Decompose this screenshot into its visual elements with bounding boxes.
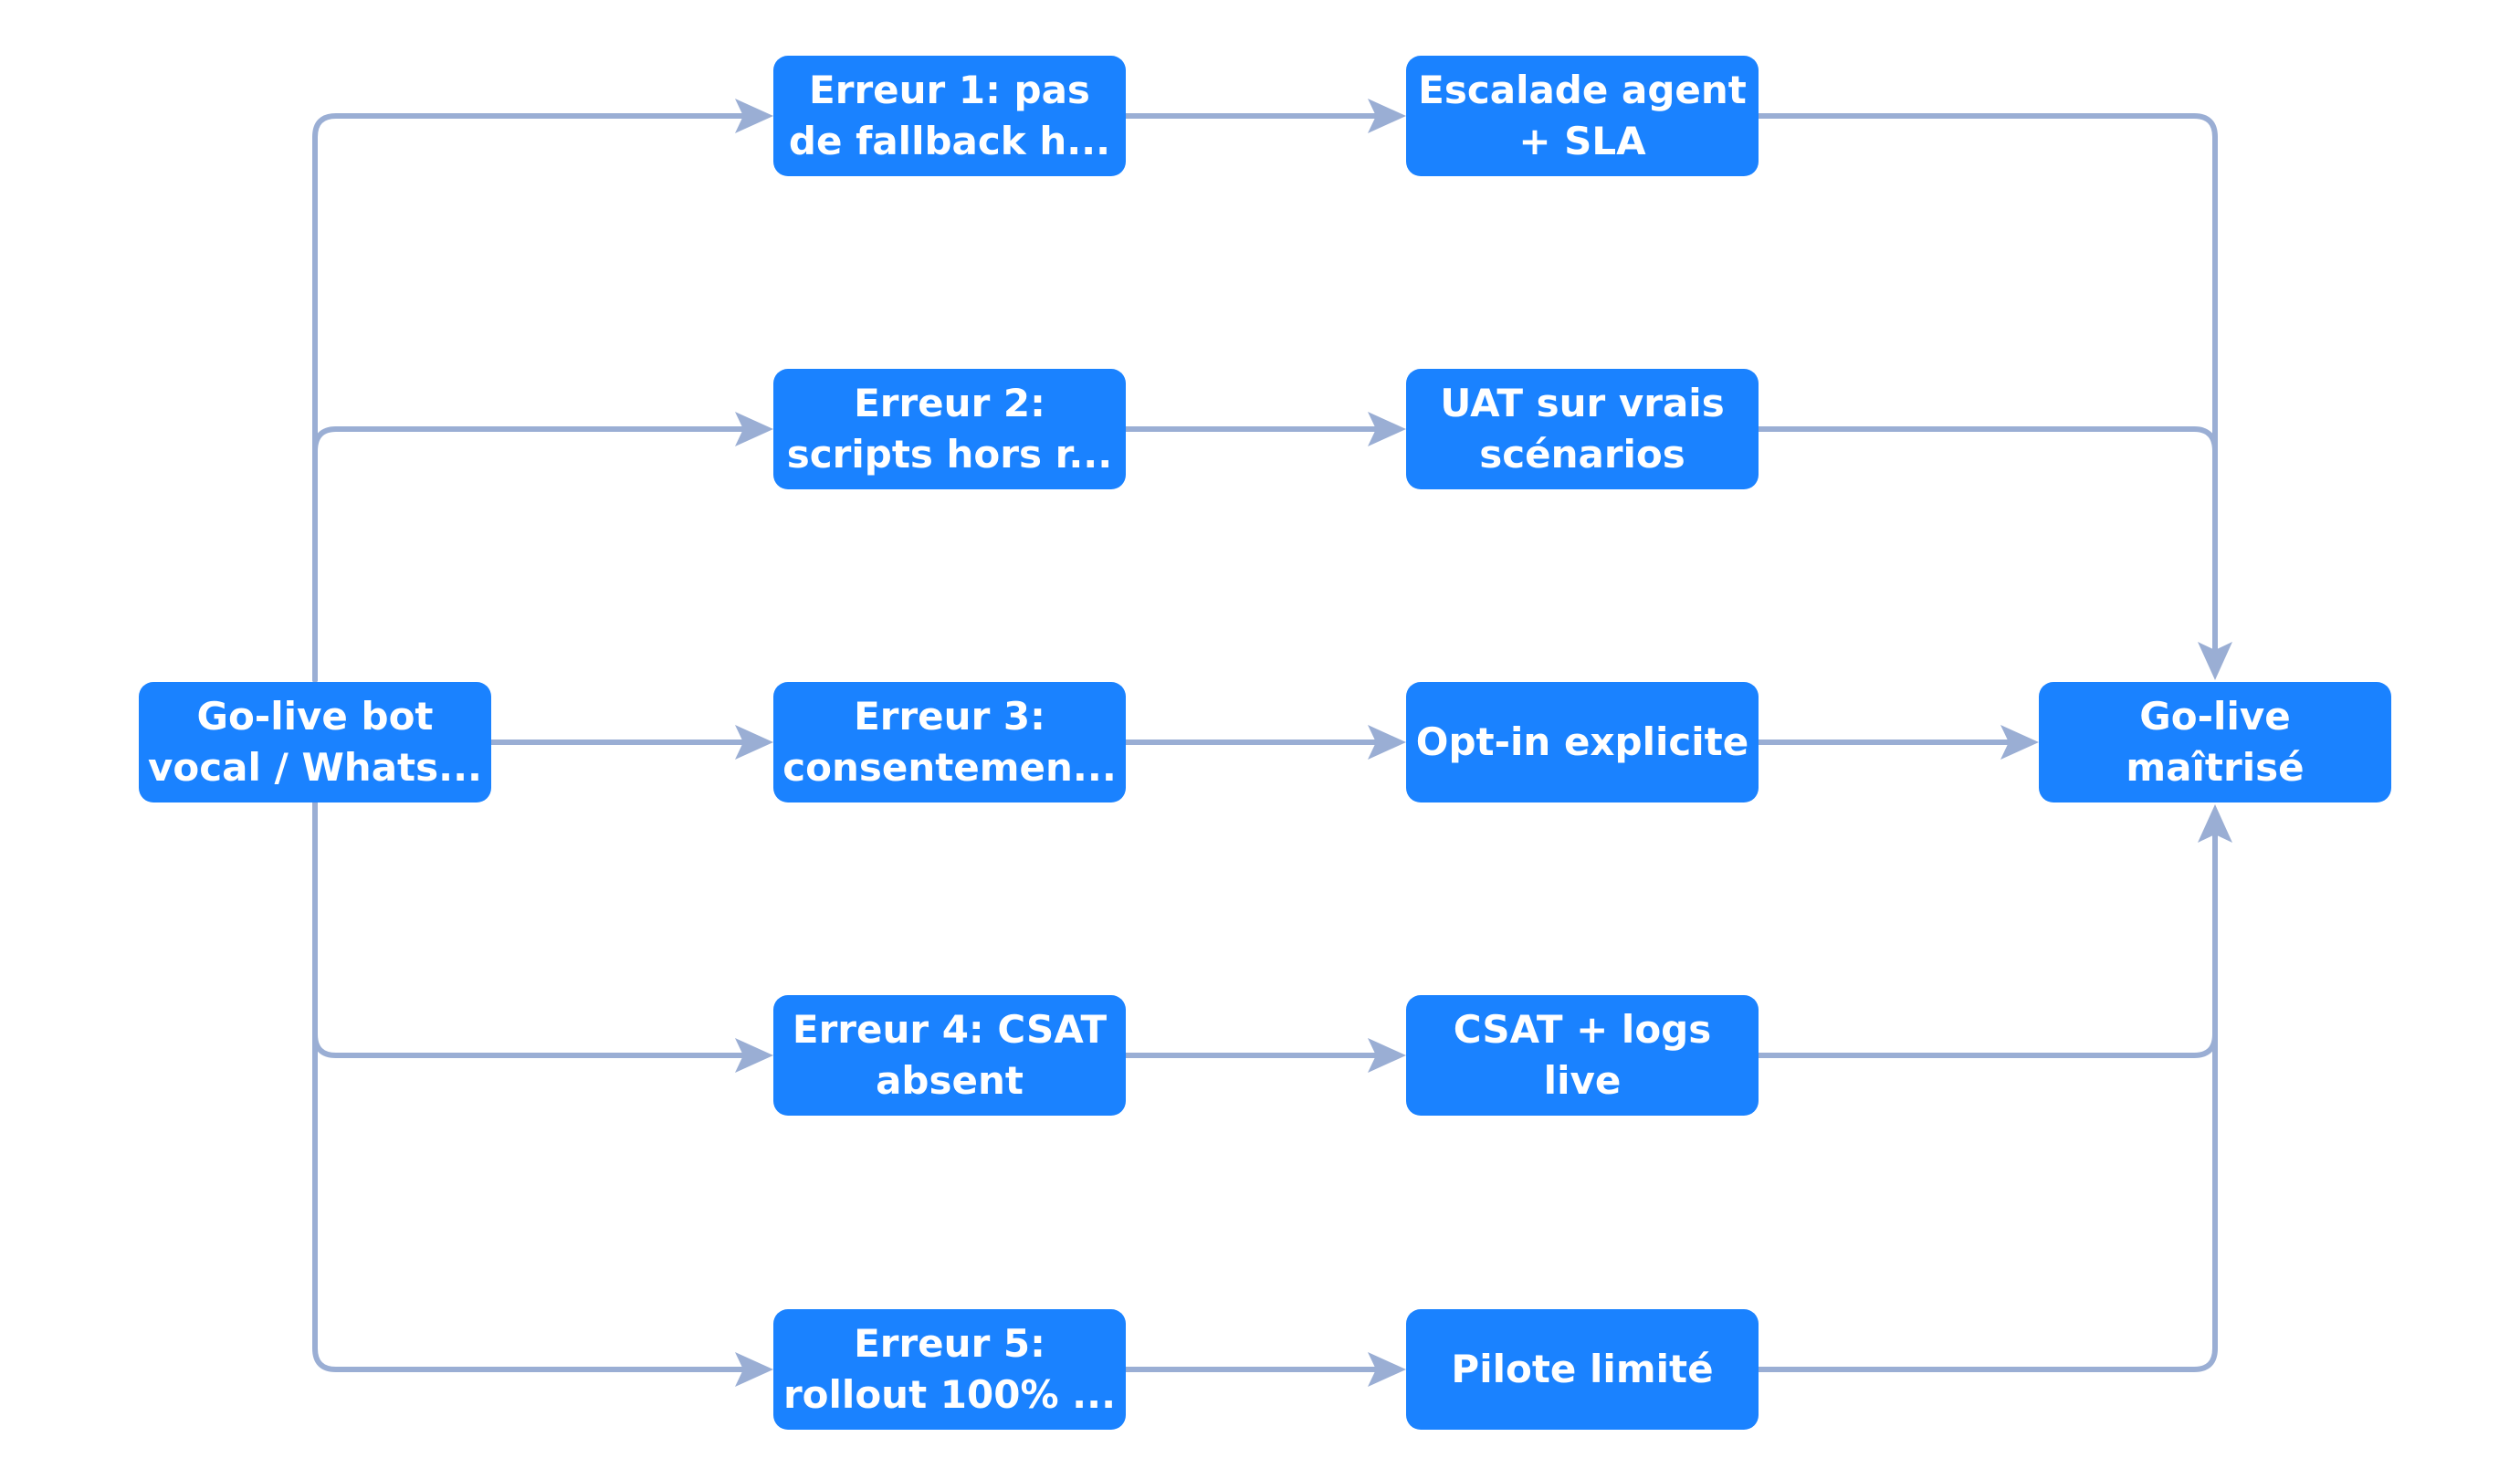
node-error-1: Erreur 1: pas de fallback h... (773, 56, 1126, 176)
node-fix-1-line1: Escalade agent (1418, 68, 1747, 112)
arrowheads (735, 99, 2232, 1387)
arrowhead-error-2 (735, 412, 773, 446)
edges (312, 113, 2218, 1372)
edge-fix-4-to-end (1753, 832, 2218, 1058)
arrowhead-end-top (2198, 642, 2232, 680)
edge-fix-5-to-end (1753, 832, 2218, 1372)
node-end-line1: Go-live (2139, 694, 2291, 739)
node-error-4-line2: absent (876, 1058, 1024, 1103)
arrowhead-end-bottom (2198, 804, 2232, 843)
node-end-line2: maîtrisé (2126, 745, 2305, 790)
node-fix-4: CSAT + logs live (1406, 995, 1759, 1116)
node-error-3-line2: consentemen... (782, 745, 1117, 790)
node-error-5-line2: rollout 100% ... (782, 1372, 1117, 1417)
node-fix-4-line1: CSAT + logs (1453, 1007, 1712, 1052)
edge-start-to-error-2 (312, 426, 758, 683)
node-error-2: Erreur 2: scripts hors r... (773, 369, 1126, 489)
node-error-4-line1: Erreur 4: CSAT (792, 1007, 1108, 1052)
arrowhead-fix-5 (1368, 1352, 1406, 1387)
node-end: Go-live maîtrisé (2039, 682, 2391, 802)
node-fix-4-line2: live (1543, 1058, 1622, 1103)
arrowhead-end-left (2000, 725, 2039, 760)
edge-fix-2-to-end (1753, 426, 2218, 653)
node-fix-2: UAT sur vrais scénarios (1406, 369, 1759, 489)
node-fix-2-line2: scénarios (1479, 432, 1685, 477)
node-error-2-line1: Erreur 2: (854, 381, 1045, 425)
arrowhead-error-3 (735, 725, 773, 760)
node-fix-5-line1: Pilote limité (1451, 1347, 1714, 1391)
edge-start-to-error-1 (312, 113, 758, 683)
node-error-1-line2: de fallback h... (788, 119, 1111, 163)
node-fix-3-line1: Opt-in explicite (1415, 719, 1749, 764)
node-error-1-line1: Erreur 1: pas (809, 68, 1090, 112)
node-error-5-line1: Erreur 5: (854, 1321, 1045, 1366)
arrowhead-error-5 (735, 1352, 773, 1387)
node-start-line2: vocal / Whats... (148, 745, 482, 790)
node-fix-2-line1: UAT sur vrais (1440, 381, 1725, 425)
node-error-3: Erreur 3: consentemen... (773, 682, 1126, 802)
arrowhead-fix-2 (1368, 412, 1406, 446)
node-fix-5: Pilote limité (1406, 1309, 1759, 1430)
node-start-line1: Go-live bot (196, 694, 434, 739)
node-start: Go-live bot vocal / Whats... (139, 682, 491, 802)
node-error-2-line2: scripts hors r... (786, 432, 1113, 477)
node-error-5: Erreur 5: rollout 100% ... (773, 1309, 1126, 1430)
node-fix-1: Escalade agent + SLA (1406, 56, 1759, 176)
edge-fix-1-to-end (1753, 113, 2218, 653)
arrowhead-fix-3 (1368, 725, 1406, 760)
arrowhead-fix-4 (1368, 1038, 1406, 1073)
edge-start-to-error-5 (312, 800, 758, 1372)
arrowhead-error-4 (735, 1038, 773, 1073)
node-fix-1-line2: + SLA (1518, 119, 1646, 163)
arrowhead-fix-1 (1368, 99, 1406, 133)
edge-start-to-error-4 (312, 800, 758, 1058)
node-error-3-line1: Erreur 3: (854, 694, 1045, 739)
node-fix-3: Opt-in explicite (1406, 682, 1759, 802)
node-error-4: Erreur 4: CSAT absent (773, 995, 1126, 1116)
arrowhead-error-1 (735, 99, 773, 133)
